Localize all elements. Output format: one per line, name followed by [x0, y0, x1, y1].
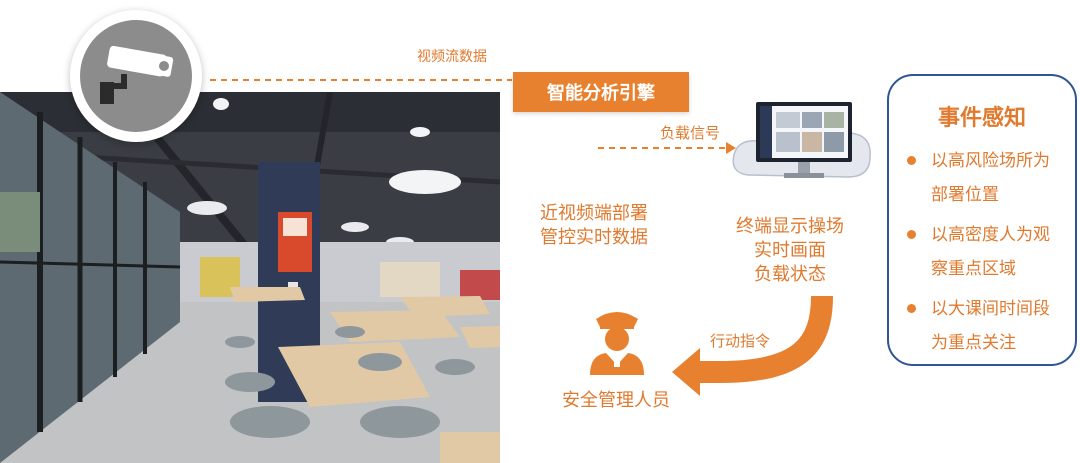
terminal-line-2: 实时画面	[754, 240, 826, 261]
analysis-engine-box: 智能分析引擎	[513, 72, 689, 112]
event-panel-title: 事件感知	[937, 106, 1026, 131]
terminal-line-3: 负载状态	[754, 264, 826, 285]
security-camera-icon	[90, 34, 182, 118]
action-arrowhead	[672, 348, 700, 396]
near-edge-label: 近视频端部署 管控实时数据	[540, 202, 648, 250]
bullet-dot-icon	[907, 304, 916, 313]
event-item-3-line-2: 为重点关注	[931, 333, 1016, 353]
terminal-line-1: 终端显示操场	[736, 216, 844, 237]
action-command-label: 行动指令	[710, 332, 771, 350]
event-item-3: 以大课间时间段 为重点关注	[907, 292, 1077, 360]
load-signal-label: 负载信号	[660, 124, 721, 142]
bullet-dot-icon	[907, 230, 916, 239]
event-item-3-line-1: 以大课间时间段	[931, 299, 1050, 319]
event-perception-panel: 事件感知 以高风险场所为 部署位置 以高密度人为观 察重点区域 以大课间时间段 …	[887, 74, 1077, 366]
bullet-dot-icon	[907, 156, 916, 165]
event-item-1-line-2: 部署位置	[931, 185, 999, 205]
security-guard-icon	[586, 305, 648, 381]
event-item-1-line-1: 以高风险场所为	[931, 151, 1050, 171]
video-stream-label: 视频流数据	[417, 49, 487, 65]
load-signal-arrowhead	[726, 142, 736, 154]
terminal-display-label: 终端显示操场 实时画面 负载状态	[735, 215, 845, 287]
monitor-icon	[754, 100, 854, 189]
event-item-2: 以高密度人为观 察重点区域	[907, 218, 1077, 286]
camera-badge	[70, 10, 202, 142]
event-item-2-line-1: 以高密度人为观	[931, 225, 1050, 245]
event-item-1: 以高风险场所为 部署位置	[907, 144, 1077, 212]
near-edge-line-2: 管控实时数据	[540, 227, 648, 248]
camera-badge-inner	[80, 20, 192, 132]
action-arrow	[694, 295, 833, 383]
cafeteria-photo	[0, 92, 500, 463]
event-item-2-line-2: 察重点区域	[931, 259, 1016, 279]
near-edge-line-1: 近视频端部署	[540, 203, 648, 224]
security-staff-label: 安全管理人员	[562, 390, 670, 411]
